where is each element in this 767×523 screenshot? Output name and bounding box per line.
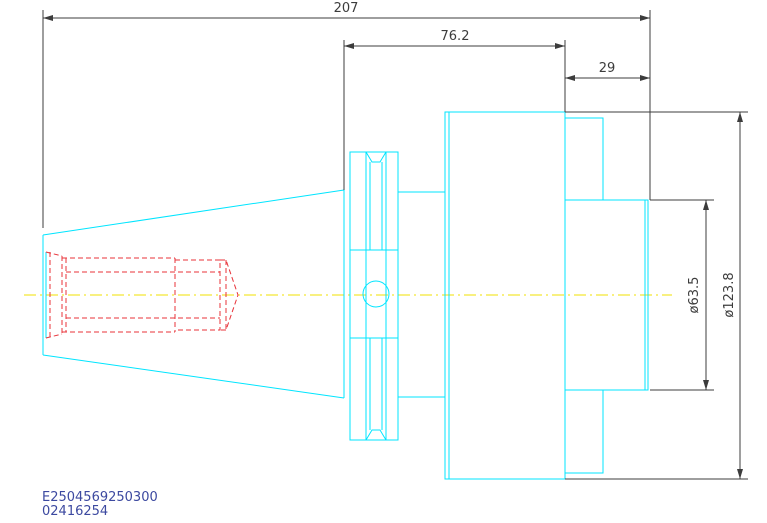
dim-label-flange-width: 29 xyxy=(599,61,616,76)
dim-flange-width: 29 xyxy=(565,61,650,81)
dim-label-body-diameter: ø123.8 xyxy=(722,272,737,317)
dim-taper-length: 76.2 xyxy=(343,29,566,190)
dim-overall-length: 207 xyxy=(42,1,651,228)
tool-holder-outline xyxy=(42,111,649,480)
v-flange xyxy=(349,151,399,441)
dim-label-bore-diameter: ø63.5 xyxy=(687,277,702,314)
taper xyxy=(42,189,345,399)
dim-body-diameter: ø123.8 xyxy=(565,111,748,480)
face-key-bottom xyxy=(564,389,604,474)
dim-label-overall-length: 207 xyxy=(334,1,359,16)
front-nose xyxy=(564,199,649,391)
drive-slot-hole xyxy=(362,280,390,308)
part-code-line-2: 02416254 xyxy=(42,504,109,519)
dim-bore-diameter: ø63.5 xyxy=(650,199,714,391)
dim-label-taper-length: 76.2 xyxy=(441,29,470,44)
hidden-thread-bore xyxy=(45,251,239,339)
neck xyxy=(398,191,445,398)
part-code-line-1: E2504569250300 xyxy=(42,490,158,505)
face-key-top xyxy=(564,117,604,201)
